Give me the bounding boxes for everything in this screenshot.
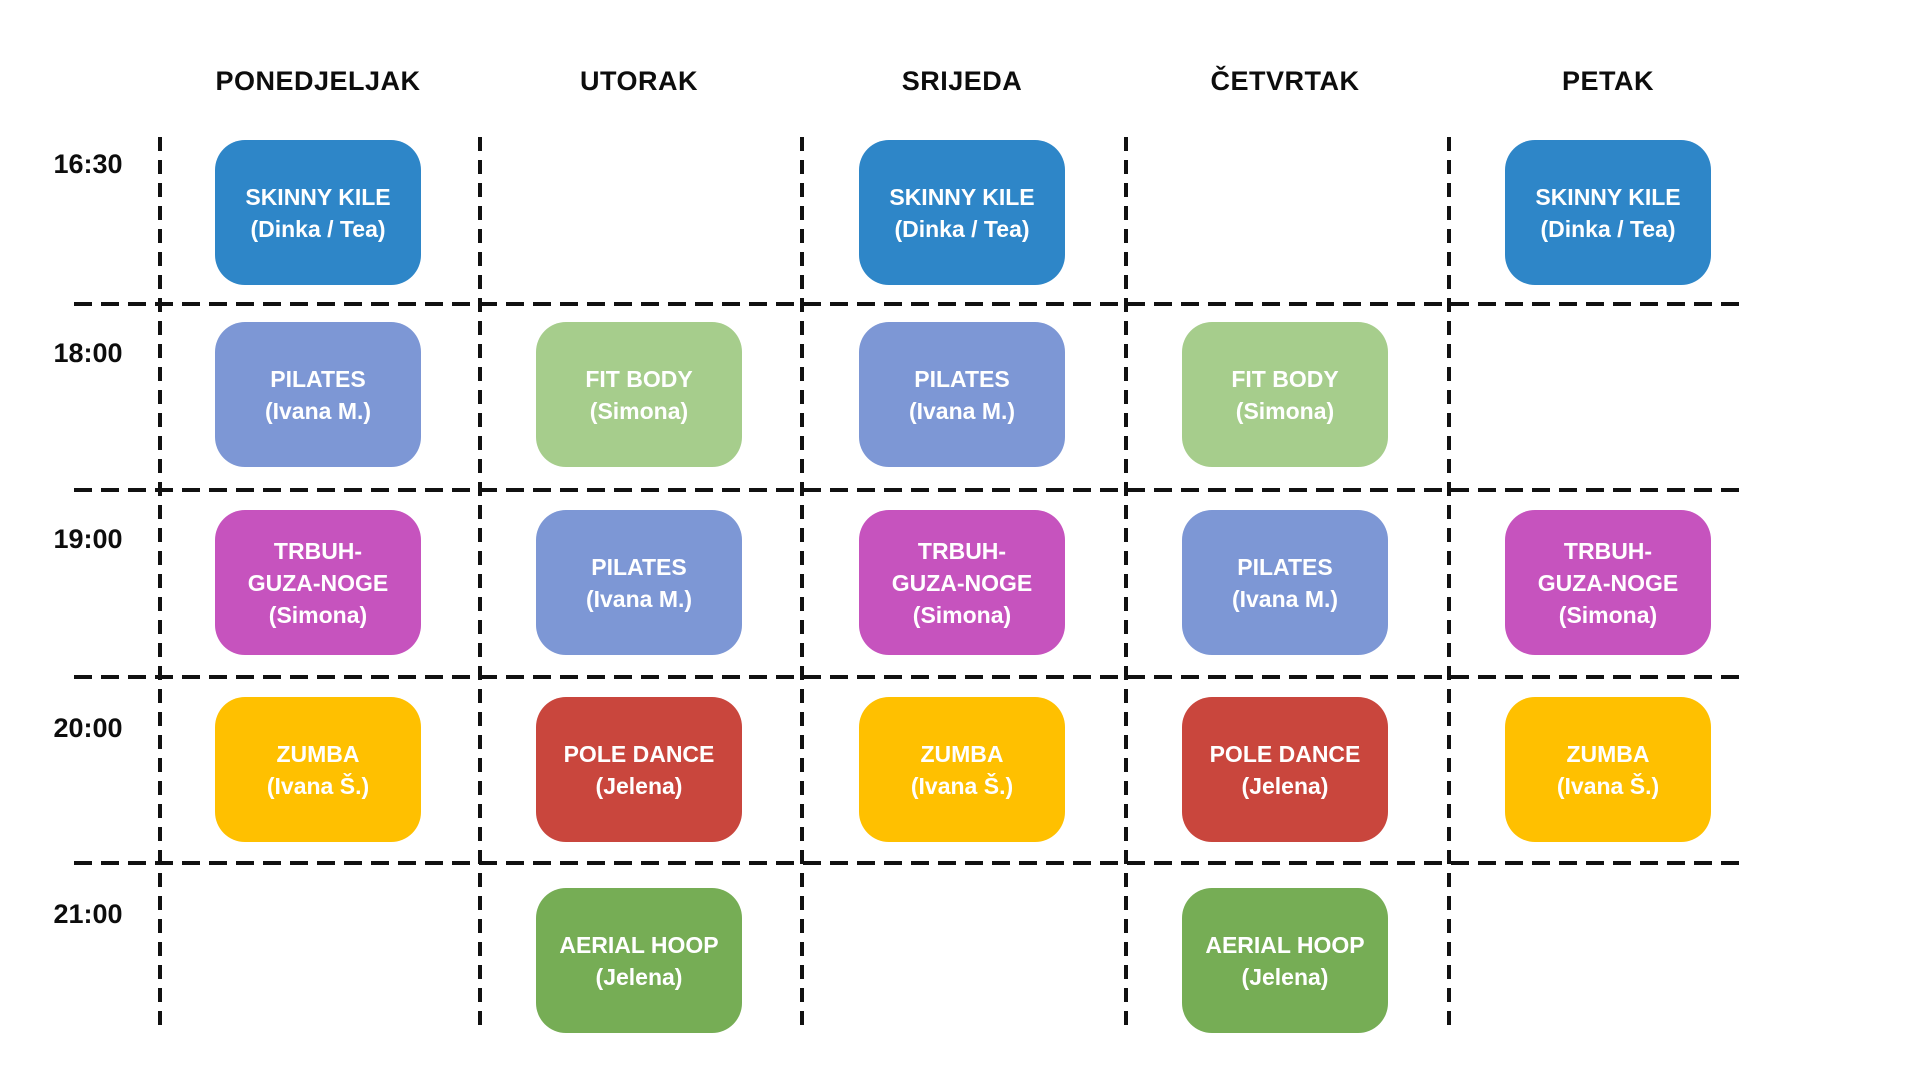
- class-block-zumba-petak: ZUMBA (Ivana Š.): [1505, 697, 1711, 842]
- class-block-pilates-cetvrtak: PILATES (Ivana M.): [1182, 510, 1388, 655]
- class-instructor: (Simona): [589, 397, 689, 424]
- class-instructor: (Ivana Š.): [1556, 772, 1660, 799]
- class-title: TRBUH-: [1563, 537, 1653, 564]
- time-label-16-30: 16:30: [53, 149, 123, 179]
- class-instructor: (Simona): [268, 601, 368, 628]
- class-instructor: (Ivana M.): [1231, 585, 1339, 612]
- class-title: ZUMBA: [1566, 740, 1650, 767]
- class-block-skinny-srijeda: SKINNY KILE (Dinka / Tea): [859, 140, 1065, 285]
- class-title: PILATES: [1237, 553, 1333, 580]
- class-title: ZUMBA: [920, 740, 1004, 767]
- class-instructor: (Dinka / Tea): [894, 215, 1030, 242]
- grid-line-vertical-1: [158, 137, 162, 1032]
- class-block-pilates-srijeda: PILATES (Ivana M.): [859, 322, 1065, 467]
- class-title: PILATES: [270, 365, 366, 392]
- class-instructor: (Jelena): [1241, 772, 1329, 799]
- class-block-aerial-utorak: AERIAL HOOP (Jelena): [536, 888, 742, 1033]
- day-header-petak: PETAK: [1561, 66, 1654, 96]
- grid-line-vertical-3: [800, 137, 804, 1032]
- class-block-fitbody-utorak: FIT BODY (Simona): [536, 322, 742, 467]
- class-instructor: (Ivana Š.): [910, 772, 1014, 799]
- class-block-trbuh-petak: TRBUH- GUZA-NOGE (Simona): [1505, 510, 1711, 655]
- class-title: PILATES: [914, 365, 1010, 392]
- time-label-21-00: 21:00: [53, 899, 123, 929]
- grid-line-horizontal-1: [74, 302, 1745, 306]
- class-block-pole-cetvrtak: POLE DANCE (Jelena): [1182, 697, 1388, 842]
- class-instructor: (Jelena): [595, 772, 683, 799]
- grid-line-vertical-5: [1447, 137, 1451, 1032]
- class-block-pole-utorak: POLE DANCE (Jelena): [536, 697, 742, 842]
- class-title: SKINNY KILE: [889, 183, 1035, 210]
- class-instructor: (Ivana M.): [585, 585, 693, 612]
- class-block-zumba-srijeda: ZUMBA (Ivana Š.): [859, 697, 1065, 842]
- class-title: TRBUH-: [917, 537, 1007, 564]
- class-title: AERIAL HOOP: [1205, 931, 1365, 958]
- class-instructor: (Ivana M.): [264, 397, 372, 424]
- grid-line-vertical-4: [1124, 137, 1128, 1032]
- class-block-fitbody-cetvrtak: FIT BODY (Simona): [1182, 322, 1388, 467]
- class-block-skinny-petak: SKINNY KILE (Dinka / Tea): [1505, 140, 1711, 285]
- class-title: GUZA-NOGE: [891, 569, 1033, 596]
- day-header-utorak: UTORAK: [579, 66, 698, 96]
- class-block-trbuh-ponedjeljak: TRBUH- GUZA-NOGE (Simona): [215, 510, 421, 655]
- class-block-skinny-ponedjeljak: SKINNY KILE (Dinka / Tea): [215, 140, 421, 285]
- class-block-trbuh-srijeda: TRBUH- GUZA-NOGE (Simona): [859, 510, 1065, 655]
- day-header-ponedjeljak: PONEDJELJAK: [215, 66, 421, 96]
- class-instructor: (Simona): [1558, 601, 1658, 628]
- grid-line-horizontal-2: [74, 488, 1745, 492]
- class-block-aerial-cetvrtak: AERIAL HOOP (Jelena): [1182, 888, 1388, 1033]
- grid-line-vertical-2: [478, 137, 482, 1032]
- class-title: GUZA-NOGE: [1537, 569, 1679, 596]
- class-title: POLE DANCE: [1209, 740, 1361, 767]
- class-instructor: (Dinka / Tea): [1540, 215, 1676, 242]
- class-title: SKINNY KILE: [245, 183, 391, 210]
- class-title: FIT BODY: [1231, 365, 1339, 392]
- class-block-pilates-ponedjeljak: PILATES (Ivana M.): [215, 322, 421, 467]
- class-instructor: (Simona): [912, 601, 1012, 628]
- class-instructor: (Ivana M.): [908, 397, 1016, 424]
- day-header-srijeda: SRIJEDA: [901, 66, 1023, 96]
- class-instructor: (Jelena): [595, 963, 683, 990]
- grid-line-horizontal-3: [74, 675, 1745, 679]
- class-instructor: (Jelena): [1241, 963, 1329, 990]
- grid-line-horizontal-4: [74, 861, 1745, 865]
- class-instructor: (Ivana Š.): [266, 772, 370, 799]
- class-instructor: (Dinka / Tea): [250, 215, 386, 242]
- class-title: AERIAL HOOP: [559, 931, 719, 958]
- class-instructor: (Simona): [1235, 397, 1335, 424]
- time-label-18-00: 18:00: [53, 338, 123, 368]
- class-block-pilates-utorak: PILATES (Ivana M.): [536, 510, 742, 655]
- class-title: TRBUH-: [273, 537, 363, 564]
- class-title: GUZA-NOGE: [247, 569, 389, 596]
- time-label-19-00: 19:00: [53, 524, 123, 554]
- class-title: FIT BODY: [585, 365, 693, 392]
- class-block-zumba-ponedjeljak: ZUMBA (Ivana Š.): [215, 697, 421, 842]
- class-title: POLE DANCE: [563, 740, 715, 767]
- class-title: ZUMBA: [276, 740, 360, 767]
- day-header-cetvrtak: ČETVRTAK: [1210, 66, 1360, 96]
- time-label-20-00: 20:00: [53, 713, 123, 743]
- class-title: SKINNY KILE: [1535, 183, 1681, 210]
- class-title: PILATES: [591, 553, 687, 580]
